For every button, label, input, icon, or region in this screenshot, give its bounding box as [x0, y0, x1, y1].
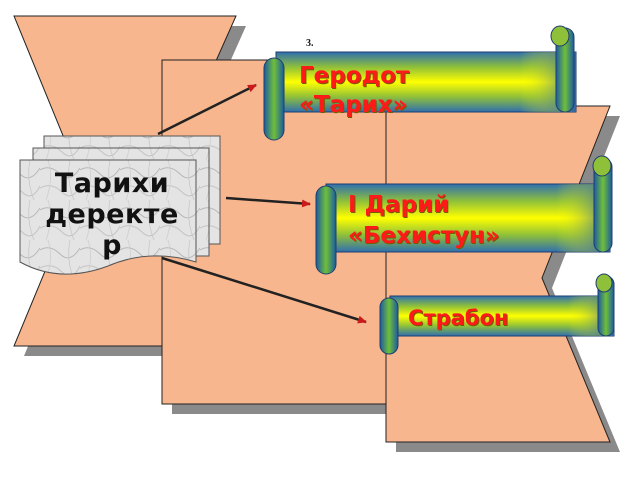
right-panel [385, 105, 611, 443]
herodotus-work: «Тарих» [299, 92, 408, 118]
scroll-strabo [379, 273, 615, 355]
source-note-line-1: Тарихи [54, 168, 170, 199]
arrow-to-darius [225, 196, 311, 208]
slide-number: 3. [306, 38, 314, 49]
source-note-line-2: деректе [45, 199, 179, 230]
scroll-herodotus [263, 25, 577, 141]
arrows [157, 83, 367, 324]
source-note-text: Тарихи деректе р [28, 168, 196, 261]
strabo-label: Страбон [408, 305, 508, 331]
darius-author: I Дарий [348, 192, 450, 218]
source-note-line-3: р [102, 230, 122, 261]
herodotus-label: Геродот «Тарих» [299, 62, 409, 120]
arrow-to-herodotus [157, 83, 257, 136]
darius-label: I Дарий «Бехистун» [348, 190, 500, 252]
arrow-to-strabo [161, 256, 367, 324]
source-note-stack [19, 135, 221, 275]
strabo-author: Страбон [408, 306, 509, 330]
darius-work: «Бехистун» [348, 223, 500, 249]
herodotus-author: Геродот [299, 63, 410, 89]
scroll-darius [315, 155, 613, 275]
note-sheet-front [19, 159, 197, 275]
